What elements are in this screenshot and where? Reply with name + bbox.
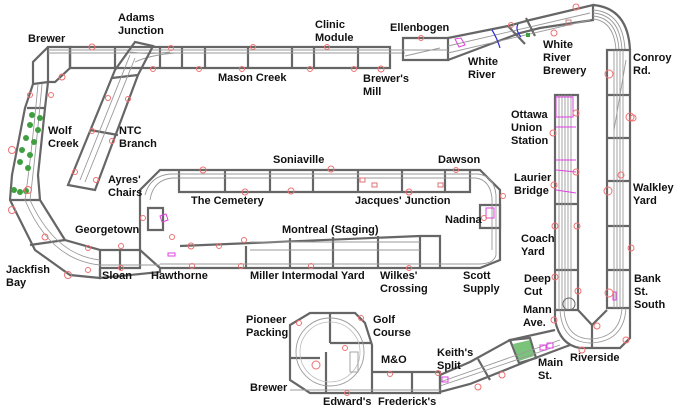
label-edwards: Edward's — [323, 396, 372, 408]
label-golf-course: Golf Course — [373, 314, 411, 339]
label-deep-cut: Deep Cut — [524, 273, 551, 298]
label-jacques-junction: Jacques' Junction — [355, 195, 451, 207]
label-dawson: Dawson — [438, 154, 481, 166]
label-adams-junction: Adams Junction — [118, 12, 164, 37]
label-mo: M&O — [381, 354, 407, 366]
label-the-cemetery: The Cemetery — [191, 195, 264, 207]
benchwork-central-loop — [138, 168, 502, 270]
label-brewer-top: Brewer — [28, 33, 66, 45]
label-white-river-brewery: White River Brewery — [543, 39, 587, 77]
label-georgetown: Georgetown — [75, 224, 140, 236]
label-hawthorne: Hawthorne — [151, 270, 208, 282]
label-montreal-staging: Montreal (Staging) — [282, 224, 379, 236]
label-pioneer-packing: Pioneer Packing — [246, 314, 289, 339]
benchwork-ntc-branch — [66, 40, 155, 192]
label-miller-intermodal-yard: Miller Intermodal Yard — [250, 270, 365, 282]
label-scott-supply: Scott Supply — [463, 270, 500, 295]
benchwork-riverside-loop — [553, 307, 632, 350]
benchwork-right-column — [605, 48, 632, 310]
benchwork-ellenbogen — [390, 36, 450, 62]
label-riverside: Riverside — [570, 352, 620, 364]
label-soniaville: Soniaville — [273, 154, 325, 166]
label-clinic-module: Clinic Module — [315, 19, 354, 44]
label-ntc-branch: NTC Branch — [119, 125, 157, 150]
benchwork-white-river — [447, 3, 595, 62]
label-bank-st-south: Bank St. South — [634, 273, 666, 311]
label-conroy-rd: Conroy Rd. — [633, 52, 672, 77]
benchwork-center-right-column — [553, 93, 580, 312]
label-main-st: Main St. — [538, 357, 564, 382]
label-walkley-yard: Walkley Yard — [633, 182, 674, 207]
label-mann-ave: Mann Ave. — [523, 304, 552, 329]
label-white-river: White River — [468, 56, 498, 81]
label-brewers-mill: Brewer's Mill — [363, 73, 410, 98]
wolf-creek-trees — [11, 112, 43, 195]
label-jackfish-bay: Jackfish Bay — [6, 264, 51, 289]
benchwork-top-run — [31, 45, 405, 84]
benchwork-conroy-curve — [592, 3, 632, 51]
control-markers — [8, 3, 637, 396]
label-keiths-split: Keith's Split — [437, 347, 474, 372]
label-nadina: Nadina — [445, 214, 482, 226]
label-ottawa-union-station: Ottawa Union Station — [511, 109, 549, 147]
label-fredericks: Frederick's — [378, 396, 437, 408]
label-ellenbogen: Ellenbogen — [390, 22, 450, 34]
label-sloan: Sloan — [102, 270, 132, 282]
label-mason-creek: Mason Creek — [218, 72, 287, 84]
label-coach-yard: Coach Yard — [521, 233, 555, 258]
label-laurier-bridge: Laurier Bridge — [514, 172, 552, 197]
label-wolf-creek: Wolf Creek — [48, 125, 79, 150]
label-ayres-chairs: Ayres' Chairs — [108, 174, 143, 199]
label-wilkes-crossing: Wilkes' Crossing — [380, 270, 428, 295]
label-brewer-bottom: Brewer — [250, 382, 288, 394]
benchwork-bottom-peninsula — [288, 311, 449, 395]
benchwork-left-side — [8, 80, 162, 280]
